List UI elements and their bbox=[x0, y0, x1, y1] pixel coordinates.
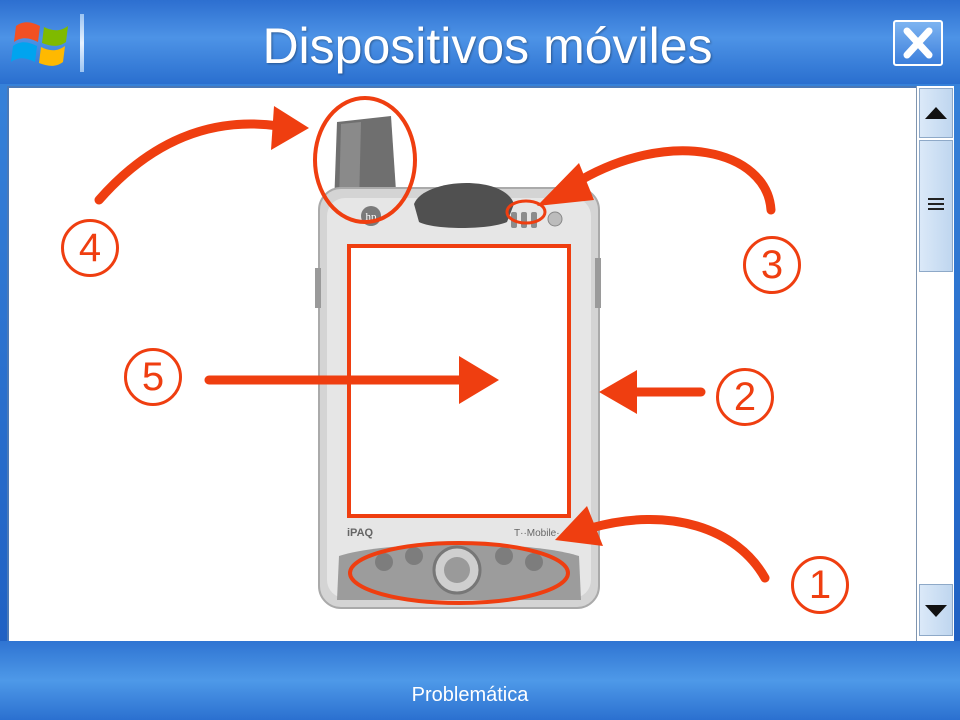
svg-text:hp: hp bbox=[366, 211, 378, 223]
callout-badge-1: 1 bbox=[791, 556, 849, 614]
device-brand-label: iPAQ bbox=[347, 527, 374, 539]
arrow-up-icon bbox=[925, 107, 947, 119]
arrow-4 bbox=[94, 119, 284, 205]
scroll-down-button[interactable] bbox=[919, 584, 953, 636]
footer-label: Problemática bbox=[411, 684, 529, 706]
close-button[interactable] bbox=[893, 20, 943, 66]
callout-badge-3: 3 bbox=[743, 236, 801, 294]
vertical-scrollbar[interactable] bbox=[916, 86, 954, 641]
device-carrier-label: T··Mobile· bbox=[514, 528, 560, 539]
leds-circle bbox=[505, 199, 547, 225]
scroll-up-button[interactable] bbox=[919, 88, 953, 138]
arrow-1 bbox=[586, 514, 770, 583]
antenna-circle bbox=[313, 96, 417, 224]
footer-bar bbox=[0, 641, 960, 720]
title-bar: Dispositivos móviles bbox=[0, 0, 960, 84]
close-icon bbox=[903, 27, 933, 59]
callout-badge-5: 5 bbox=[124, 348, 182, 406]
content-area: hp iPAQ T··Mobile· bbox=[7, 86, 916, 641]
keypad-circle bbox=[348, 541, 570, 605]
callout-badge-2: 2 bbox=[716, 368, 774, 426]
window-title: Dispositivos móviles bbox=[262, 18, 713, 74]
windows-logo-icon bbox=[11, 22, 68, 66]
callout-badge-4: 4 bbox=[61, 219, 119, 277]
scroll-thumb[interactable] bbox=[919, 140, 953, 272]
arrow-down-icon bbox=[925, 605, 947, 617]
title-separator bbox=[80, 14, 84, 72]
grip-icon bbox=[928, 198, 944, 210]
device-illustration: hp iPAQ T··Mobile· bbox=[94, 96, 776, 609]
arrow-3 bbox=[569, 146, 776, 215]
